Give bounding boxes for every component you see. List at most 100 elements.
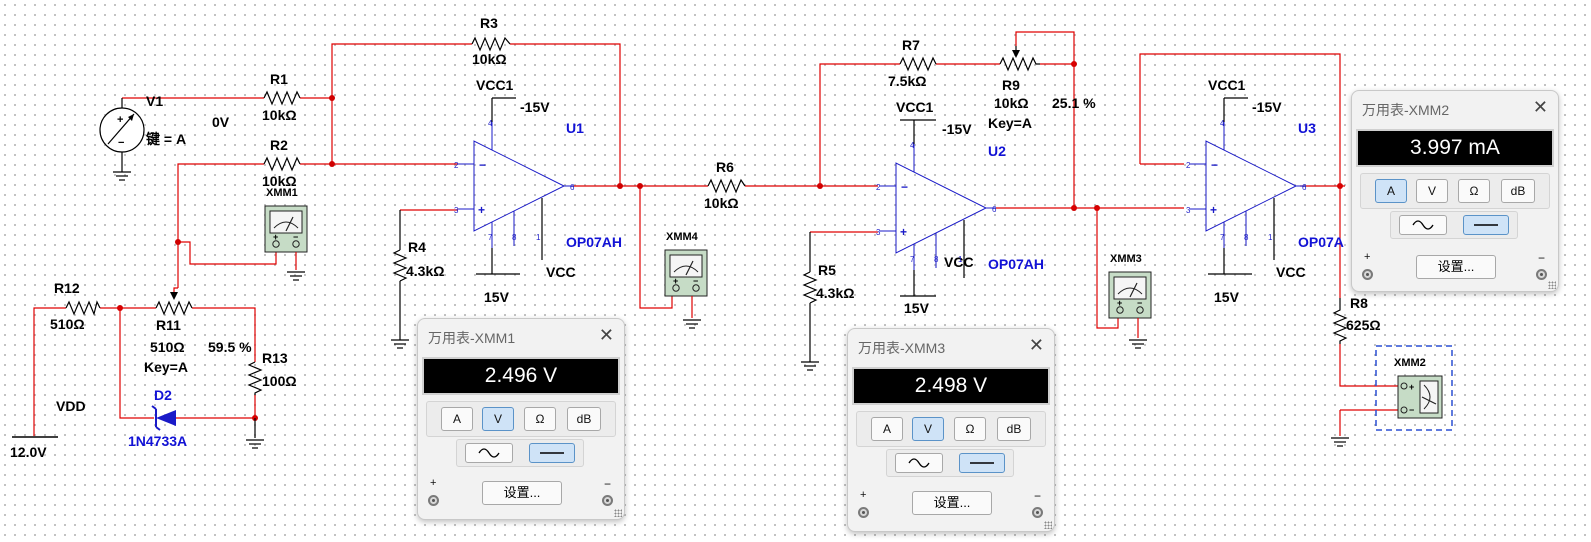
r1-resistor[interactable]: [263, 90, 301, 106]
d2-part: 1N4733A: [128, 433, 187, 449]
resize-grip[interactable]: [1044, 521, 1052, 529]
positive-terminal-jack[interactable]: [428, 495, 439, 506]
mode-button-group: A V Ω dB: [856, 411, 1046, 447]
r7-value: 7.5kΩ: [888, 73, 926, 89]
resize-grip[interactable]: [614, 509, 622, 517]
mode-a-button[interactable]: A: [1375, 179, 1407, 203]
r11-potentiometer[interactable]: [155, 292, 193, 316]
xmm3-instrument[interactable]: [1108, 271, 1152, 319]
r7-resistor[interactable]: [899, 56, 937, 72]
negative-terminal-jack[interactable]: [1536, 269, 1547, 280]
r8-value: 625Ω: [1346, 317, 1381, 333]
r11-value: 510Ω: [150, 339, 185, 355]
u1-name: U1: [566, 120, 584, 136]
u1-pin1: 1: [536, 233, 541, 242]
xmm1-instrument[interactable]: [264, 205, 308, 253]
svg-text:−: −: [1409, 405, 1414, 415]
r9-potentiometer[interactable]: [999, 46, 1040, 72]
stage2-wiring: [810, 31, 1184, 329]
u2-neg-supply: -15V: [942, 121, 972, 137]
u3-vcc: VCC: [1276, 264, 1306, 280]
mode-ohm-button[interactable]: Ω: [524, 407, 556, 431]
ac-button[interactable]: [465, 443, 513, 463]
v1-current-source[interactable]: + −: [99, 98, 145, 181]
settings-button[interactable]: 设置...: [482, 481, 562, 505]
r3-resistor[interactable]: [471, 36, 511, 52]
r9-value: 10kΩ: [994, 95, 1029, 111]
mode-ohm-button[interactable]: Ω: [1458, 179, 1490, 203]
settings-button[interactable]: 设置...: [1416, 255, 1496, 279]
u3-opamp[interactable]: [1189, 97, 1307, 275]
r6-name: R6: [716, 159, 734, 175]
dc-button[interactable]: [1463, 215, 1509, 235]
multimeter-panel-xmm2[interactable]: 万用表-XMM2 ✕ 3.997 mA A V Ω dB 设置... + −: [1351, 90, 1559, 292]
u1-opamp[interactable]: [457, 97, 575, 275]
r9-percent: 25.1 %: [1052, 95, 1096, 111]
dc-button[interactable]: [959, 453, 1005, 473]
positive-terminal-label: +: [1364, 251, 1371, 263]
positive-terminal-jack[interactable]: [1362, 269, 1373, 280]
positive-terminal-jack[interactable]: [858, 507, 869, 518]
positive-terminal-label: +: [430, 477, 437, 489]
multimeter-panel-xmm3[interactable]: 万用表-XMM3 ✕ 2.498 V A V Ω dB 设置... + −: [847, 328, 1055, 532]
u3-pin3: 3: [1186, 206, 1191, 215]
xmm2-instrument[interactable]: + −: [1397, 375, 1443, 419]
ac-button[interactable]: [895, 453, 943, 473]
u3-neg-supply: -15V: [1252, 99, 1282, 115]
r11-name: R11: [156, 317, 181, 333]
u2-opamp[interactable]: [879, 119, 997, 297]
r6-resistor[interactable]: [707, 178, 746, 194]
u3-pos-supply: 15V: [1214, 289, 1240, 305]
r2-resistor[interactable]: [263, 156, 301, 172]
r9-key: Key=A: [988, 115, 1032, 131]
close-icon[interactable]: ✕: [598, 325, 614, 345]
signal-button-group: [456, 439, 584, 467]
dc-line-icon: [540, 452, 564, 454]
r5-resistor[interactable]: [800, 232, 820, 371]
r12-resistor[interactable]: [65, 300, 101, 316]
stage1-wiring: [122, 43, 878, 309]
r8-resistor[interactable]: [1332, 298, 1348, 344]
u2-pin1: 1: [958, 255, 963, 264]
mode-a-button[interactable]: A: [871, 417, 903, 441]
close-icon[interactable]: ✕: [1028, 335, 1044, 355]
xmm4-instrument[interactable]: [664, 249, 708, 297]
mode-v-button[interactable]: V: [912, 417, 944, 441]
u2-part: OP07AH: [988, 256, 1044, 272]
r6-value: 10kΩ: [704, 195, 739, 211]
xmm3-label: XMM3: [1110, 253, 1142, 265]
r13-resistor[interactable]: [247, 361, 263, 395]
resize-grip[interactable]: [1548, 281, 1556, 289]
close-icon[interactable]: ✕: [1532, 97, 1548, 117]
u3-pin7: 7: [1220, 233, 1225, 242]
mode-ohm-button[interactable]: Ω: [954, 417, 986, 441]
r5-name: R5: [818, 262, 836, 278]
mode-button-group: A V Ω dB: [426, 401, 616, 437]
panel-title: 万用表-XMM3: [858, 340, 946, 356]
negative-terminal-jack[interactable]: [602, 495, 613, 506]
signal-button-group: [1390, 211, 1518, 239]
mode-db-button[interactable]: dB: [1501, 179, 1535, 203]
u3-pin6: 6: [1302, 183, 1307, 192]
u2-vcc: VCC: [944, 254, 974, 270]
dc-button[interactable]: [529, 443, 575, 463]
mode-db-button[interactable]: dB: [997, 417, 1031, 441]
ac-button[interactable]: [1399, 215, 1447, 235]
r3-name: R3: [480, 15, 498, 31]
r1-name: R1: [270, 71, 288, 87]
stage3-wiring: [1139, 53, 1398, 411]
u1-pin2: 2: [454, 161, 459, 170]
mode-v-button[interactable]: V: [1416, 179, 1448, 203]
u3-part: OP07A: [1298, 234, 1344, 250]
mode-a-button[interactable]: A: [441, 407, 473, 431]
r2-value: 10kΩ: [262, 173, 297, 189]
negative-terminal-jack[interactable]: [1032, 507, 1043, 518]
r4-resistor[interactable]: [390, 210, 410, 349]
mode-db-button[interactable]: dB: [567, 407, 601, 431]
settings-button[interactable]: 设置...: [912, 491, 992, 515]
d2-zener-diode[interactable]: [151, 405, 176, 431]
multimeter-panel-xmm1[interactable]: 万用表-XMM1 ✕ 2.496 V A V Ω dB 设置... + −: [417, 318, 625, 520]
u2-pin3: 3: [876, 228, 881, 237]
mode-v-button[interactable]: V: [482, 407, 514, 431]
